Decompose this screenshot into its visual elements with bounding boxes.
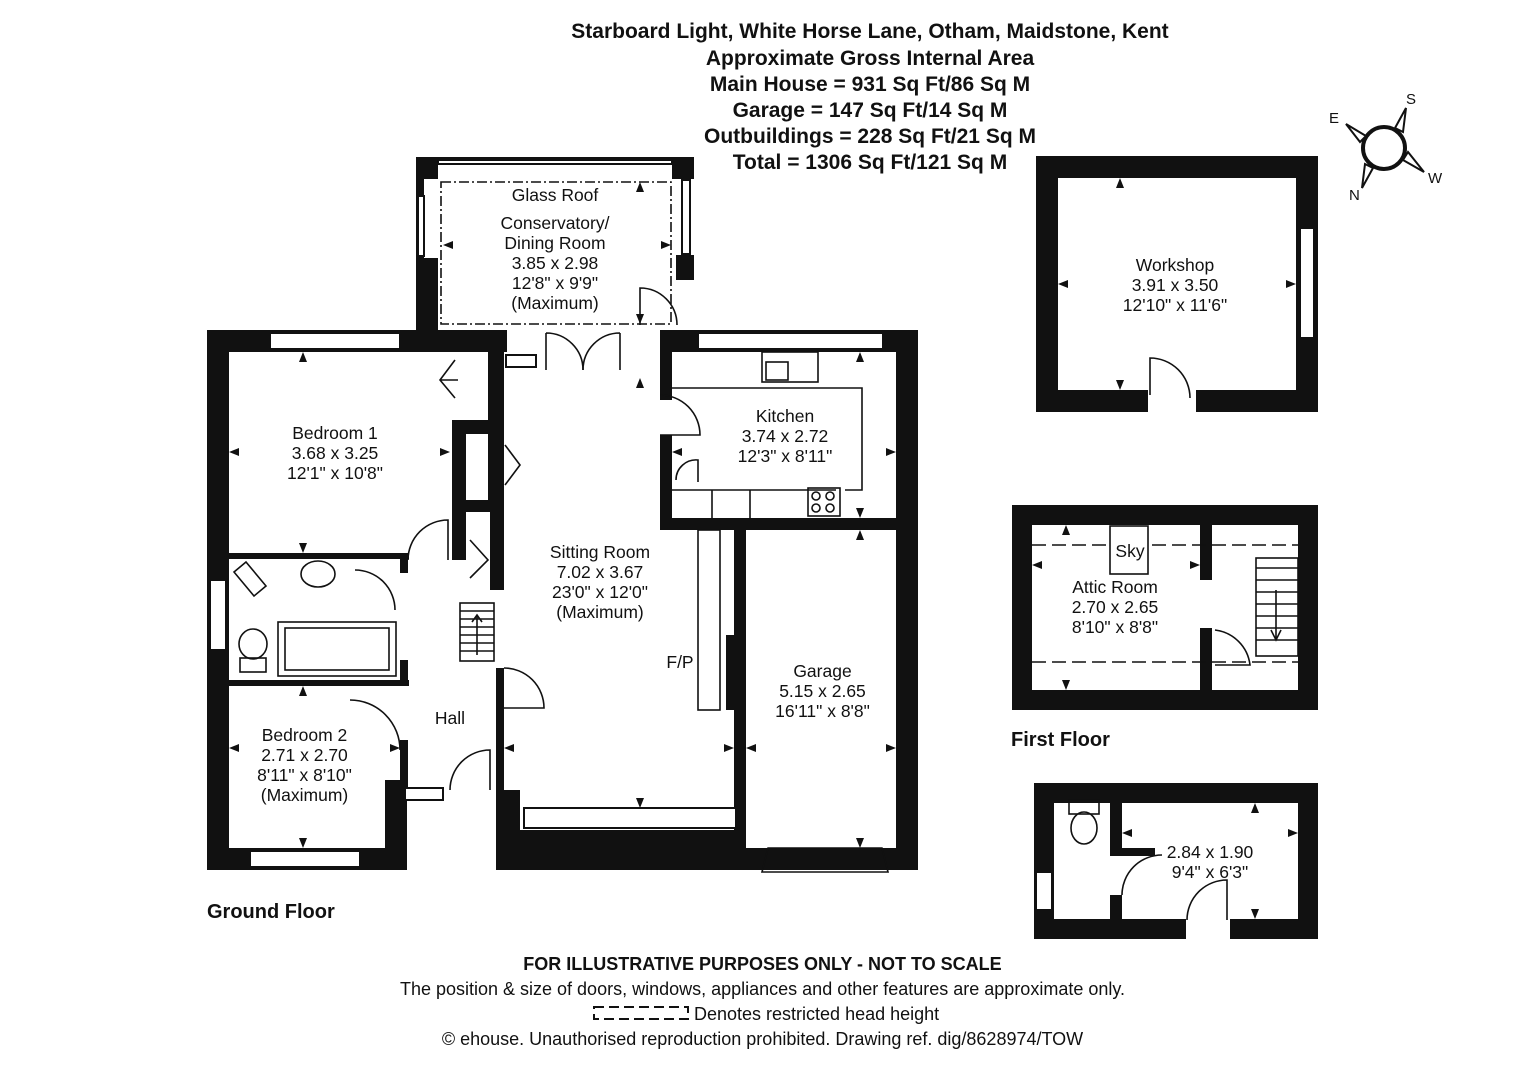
room-imperial: 12'3" x 8'11" — [737, 446, 833, 466]
conservatory-label: Glass Roof Conservatory/ Dining Room 3.8… — [470, 185, 640, 313]
room-name: Bedroom 1 — [292, 423, 378, 443]
disclaimer-text: The position & size of doors, windows, a… — [399, 979, 1126, 999]
glass-roof-note: Glass Roof — [511, 185, 599, 205]
kitchen-label: Kitchen 3.74 x 2.72 12'3" x 8'11" — [710, 406, 860, 466]
compass-east: E — [1329, 110, 1340, 127]
room-metric: 2.84 x 1.90 — [1166, 842, 1254, 862]
room-metric: 3.68 x 3.25 — [291, 443, 379, 463]
copyright-text: © ehouse. Unauthorised reproduction proh… — [441, 1029, 1084, 1049]
room-imperial: 12'8" x 9'9" — [511, 273, 599, 293]
room-imperial: 8'10" x 8'8" — [1071, 617, 1159, 637]
attic-room-label: Attic Room 2.70 x 2.65 8'10" x 8'8" — [1045, 577, 1185, 637]
outbuilding-label: 2.84 x 1.90 9'4" x 6'3" — [1140, 842, 1280, 882]
ground-floor-label: Ground Floor — [207, 901, 335, 923]
main-house-area: Main House = 931 Sq Ft/86 Sq M — [709, 73, 1031, 96]
legend-sample — [593, 1006, 689, 1020]
hall-label: Hall — [434, 708, 466, 728]
room-imperial: 9'4" x 6'3" — [1171, 862, 1249, 882]
fireplace-label: F/P — [666, 652, 694, 672]
room-metric: 2.70 x 2.65 — [1071, 597, 1159, 617]
room-imperial: 12'1" x 10'8" — [287, 463, 383, 483]
room-name: Conservatory/ — [500, 213, 610, 233]
area-title: Approximate Gross Internal Area — [705, 47, 1035, 70]
sitting-room-label: Sitting Room 7.02 x 3.67 23'0" x 12'0" (… — [520, 542, 680, 622]
room-name: Attic Room — [1072, 577, 1158, 597]
room-metric: 3.74 x 2.72 — [741, 426, 829, 446]
room-name: Sitting Room — [549, 542, 651, 562]
compass-icon — [1345, 107, 1425, 189]
compass-south: S — [1406, 91, 1417, 108]
first-floor-label: First Floor — [1011, 729, 1110, 751]
total-area: Total = 1306 Sq Ft/121 Sq M — [732, 151, 1008, 174]
workshop-label: Workshop 3.91 x 3.50 12'10" x 11'6" — [1100, 255, 1250, 315]
dimension-arrows — [229, 178, 1298, 919]
interior-lines — [232, 181, 1299, 921]
room-extra: (Maximum) — [260, 785, 349, 805]
room-metric: 2.71 x 2.70 — [261, 745, 348, 765]
room-metric: 5.15 x 2.65 — [779, 681, 866, 701]
outbuildings-area: Outbuildings = 228 Sq Ft/21 Sq M — [704, 125, 1036, 148]
room-imperial: 8'11" x 8'10" — [257, 765, 352, 785]
skylight-label: Sky — [1115, 541, 1145, 561]
room-extra: (Maximum) — [556, 602, 644, 622]
compass-north: N — [1349, 187, 1360, 204]
room-imperial: 12'10" x 11'6" — [1122, 295, 1228, 315]
room-name: Bedroom 2 — [261, 725, 348, 745]
restricted-head-height-lines — [1032, 544, 1298, 663]
room-name-line2: Dining Room — [504, 233, 606, 253]
garage-label: Garage 5.15 x 2.65 16'11" x 8'8" — [750, 661, 895, 721]
room-metric: 3.85 x 2.98 — [511, 253, 599, 273]
room-metric: 3.91 x 3.50 — [1131, 275, 1219, 295]
windows — [209, 159, 1315, 911]
bedroom1-label: Bedroom 1 3.68 x 3.25 12'1" x 10'8" — [260, 423, 410, 483]
skylight — [1109, 525, 1149, 575]
bedroom2-label: Bedroom 2 2.71 x 2.70 8'11" x 8'10" (Max… — [232, 725, 377, 805]
disclaimer-heading: FOR ILLUSTRATIVE PURPOSES ONLY - NOT TO … — [523, 954, 1002, 974]
compass-west: W — [1428, 170, 1443, 187]
room-name: Garage — [793, 661, 852, 681]
property-address: Starboard Light, White Horse Lane, Otham… — [571, 20, 1169, 43]
room-name: Kitchen — [755, 406, 815, 426]
room-imperial: 23'0" x 12'0" — [552, 582, 648, 602]
garage-area: Garage = 147 Sq Ft/14 Sq M — [732, 99, 1008, 122]
room-extra: (Maximum) — [511, 293, 599, 313]
room-name: Workshop — [1135, 255, 1215, 275]
legend-text: Denotes restricted head height — [694, 1004, 940, 1024]
room-imperial: 16'11" x 8'8" — [775, 701, 870, 721]
room-metric: 7.02 x 3.67 — [556, 562, 644, 582]
